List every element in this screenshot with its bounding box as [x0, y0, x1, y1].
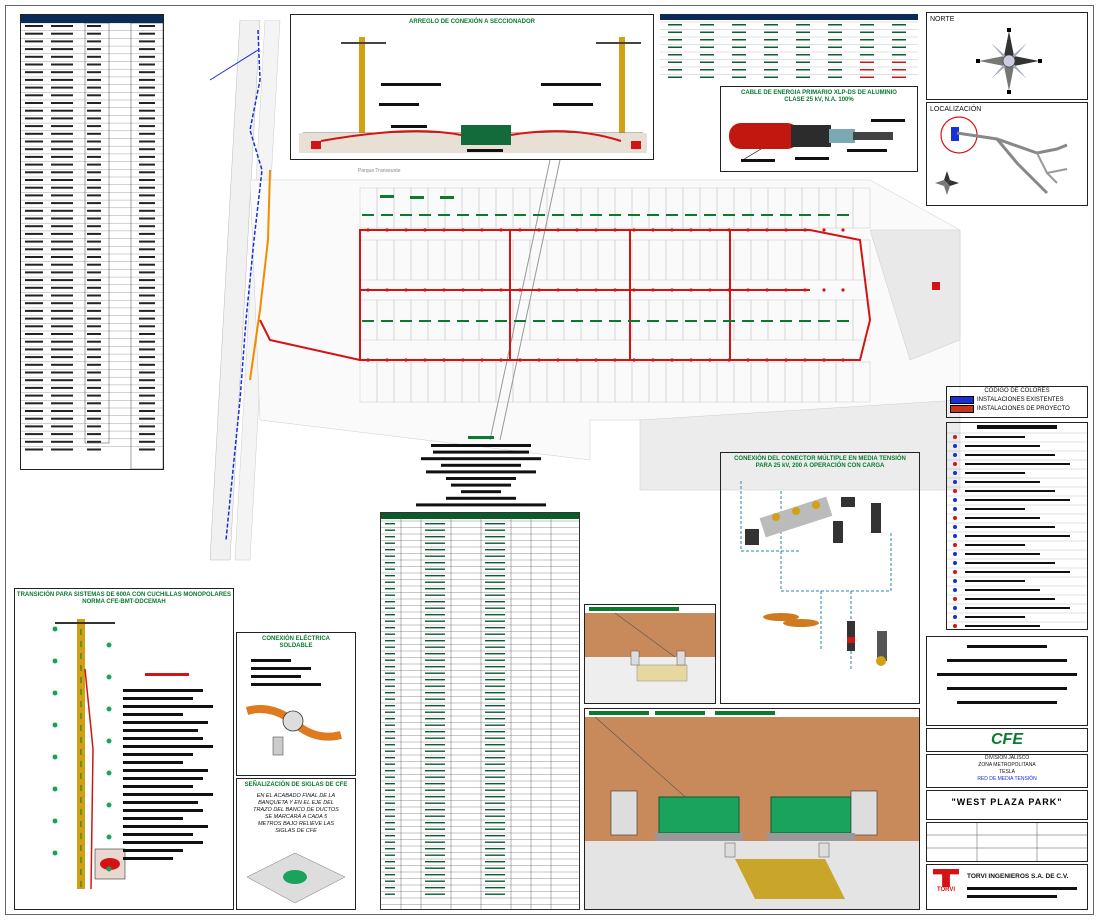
color-legend: CÓDIGO DE COLORES INSTALACIONES EXISTENT…	[946, 386, 1088, 418]
torvi-box: TORVI TORVI INGENIEROS S.A. DE C.V.	[926, 864, 1088, 910]
materials-table-header	[21, 15, 163, 23]
legend-swatch-existing	[950, 396, 974, 404]
project-box: "WEST PLAZA PARK"	[926, 790, 1088, 820]
transicion-drawing	[52, 619, 213, 890]
transformer-section	[584, 708, 920, 910]
quantities-table	[380, 512, 580, 910]
conector-drawing	[740, 481, 892, 671]
company-name: TORVI INGENIEROS S.A. DE C.V.	[967, 873, 1069, 880]
soldable-title: CONEXIÓN ELÉCTRICA SOLDABLE	[261, 636, 330, 649]
transformer-drawing	[585, 711, 919, 909]
duct-bank-section	[584, 604, 716, 704]
circuit-table	[660, 14, 918, 82]
north-title: NORTE	[930, 16, 955, 23]
revision-grid-lines	[927, 823, 1087, 861]
cfe-logo-icon: CFE	[991, 731, 1023, 748]
division-box: DIVISIÓN JALISCO ZONA METROPOLITANA TESL…	[926, 754, 1088, 788]
arreglo-section: ARREGLO DE CONEXIÓN A SECCIONADOR	[290, 14, 654, 160]
circuit-table-grid	[660, 14, 918, 78]
legend-item-existing: INSTALACIONES EXISTENTES	[950, 396, 1084, 404]
legend-swatch-project	[950, 405, 974, 413]
revision-grid	[926, 822, 1088, 862]
compass-rose-icon	[976, 28, 1042, 94]
duct-bank-drawing	[585, 607, 715, 703]
color-legend-title: CÓDIGO DE COLORES	[984, 388, 1050, 394]
park-label: Parque Transeunte	[358, 168, 401, 174]
senalizacion-section: SEÑALIZACIÓN DE SIGLAS DE CFE EN EL ACAB…	[236, 778, 356, 910]
transicion-section: TRANSICIÓN PARA SISTEMAS DE 600A CON CUC…	[14, 588, 234, 910]
location-map	[935, 116, 1068, 195]
quantities-table-grid	[381, 513, 579, 909]
notes-block	[416, 436, 546, 507]
drawing-frame	[5, 5, 1094, 915]
senalizacion-text: EN EL ACABADO FINAL DE LA BANQUETA Y EN …	[253, 793, 339, 834]
cable-title: CABLE DE ENERGIA PRIMARIO XLP-DS DE ALUM…	[741, 90, 897, 103]
conector-section: CONEXIÓN DEL CONECTOR MÚLTIPLE EN MEDIA …	[720, 452, 920, 704]
soldable-section: CONEXIÓN ELÉCTRICA SOLDABLE	[236, 632, 356, 776]
company-lines	[967, 887, 1077, 898]
zona2-label: TESLA	[999, 769, 1015, 775]
materials-table	[20, 14, 164, 470]
location-panel: LOCALIZACIÓN	[926, 102, 1088, 206]
transicion-title: TRANSICIÓN PARA SISTEMAS DE 600A CON CUC…	[16, 592, 232, 605]
senalizacion-drawing	[246, 852, 346, 904]
cable-drawing	[729, 119, 905, 162]
conector-title: CONEXIÓN DEL CONECTOR MÚLTIPLE EN MEDIA …	[734, 456, 906, 469]
legend-label-existing: INSTALACIONES EXISTENTES	[977, 397, 1064, 403]
senalizacion-title: SEÑALIZACIÓN DE SIGLAS DE CFE	[244, 782, 348, 788]
division-label: DIVISIÓN JALISCO	[984, 755, 1030, 761]
legend-label-project: INSTALACIONES DE PROYECTO	[977, 406, 1070, 412]
zona-label: ZONA METROPOLITANA	[978, 762, 1036, 768]
north-panel: NORTE	[926, 12, 1088, 100]
cable-section: CABLE DE ENERGIA PRIMARIO XLP-DS DE ALUM…	[720, 86, 918, 172]
torvi-logo-text: TORVI	[936, 887, 956, 893]
red-label: RED DE MEDIA TENSIÓN	[977, 776, 1037, 782]
legend-item-project: INSTALACIONES DE PROYECTO	[950, 405, 1084, 413]
arreglo-drawing	[299, 37, 647, 153]
location-title: LOCALIZACIÓN	[930, 106, 982, 113]
general-notes-lines	[937, 645, 1077, 704]
soldable-drawing	[245, 659, 342, 756]
project-name: "WEST PLAZA PARK"	[951, 797, 1063, 807]
symbol-list	[946, 422, 1088, 630]
torvi-logo-icon: TORVI	[931, 869, 961, 907]
arreglo-title: ARREGLO DE CONEXIÓN A SECCIONADOR	[409, 19, 535, 25]
materials-table-grid	[21, 23, 163, 469]
site-plan: Parque Transeunte	[209, 20, 961, 561]
general-notes-box	[926, 636, 1088, 726]
cfe-logo-box: CFE	[926, 728, 1088, 752]
symbol-list-grid	[947, 425, 1087, 628]
